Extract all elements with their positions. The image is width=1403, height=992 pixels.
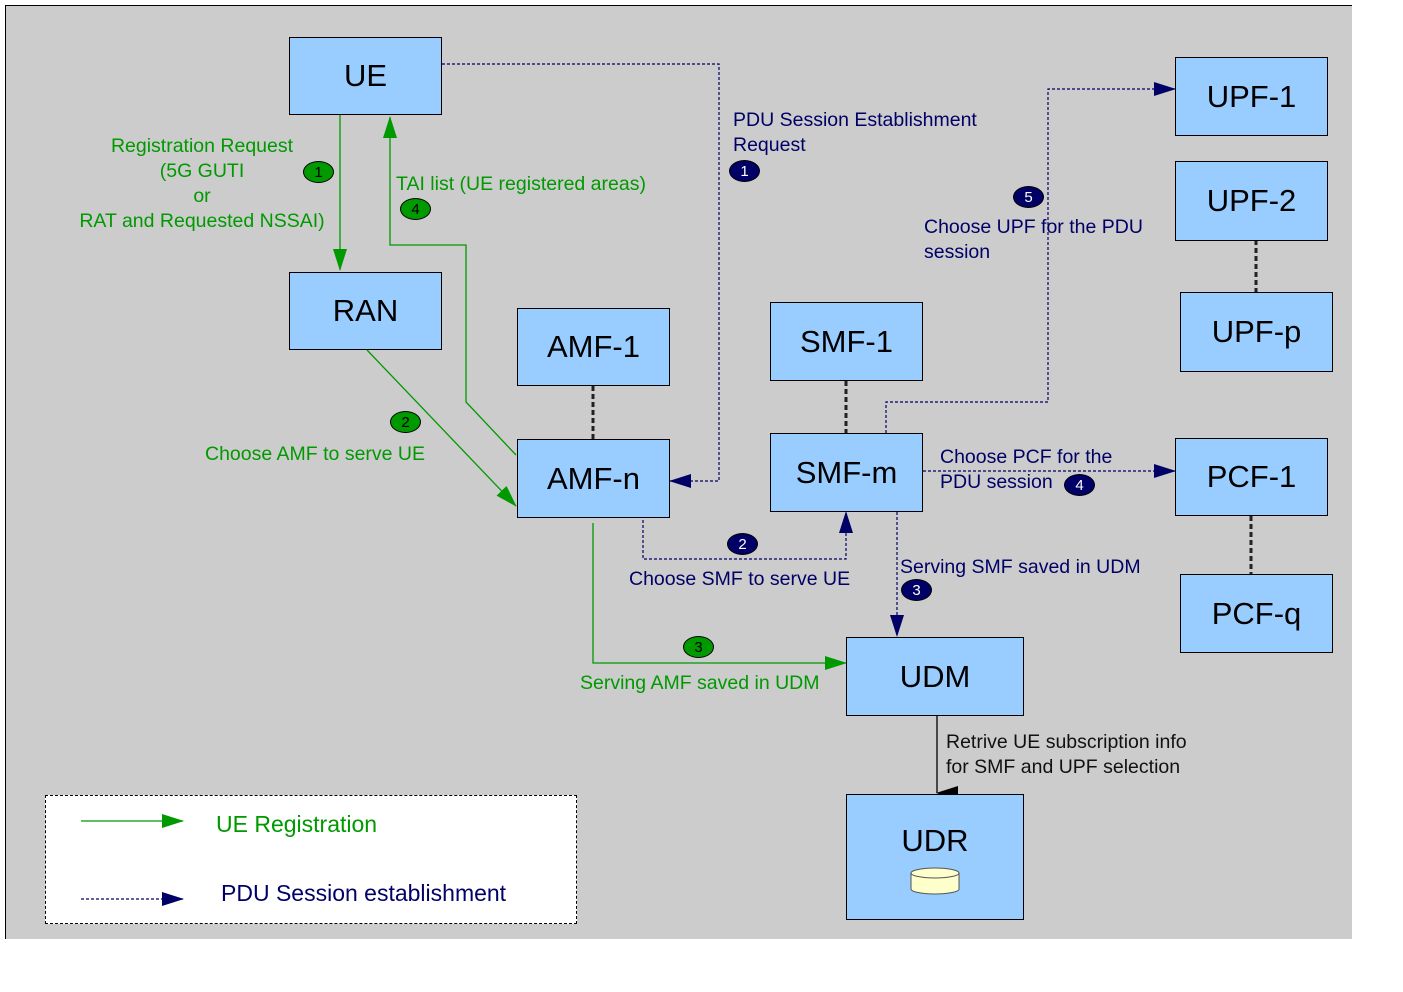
pdu-step4-badge: 4 (1064, 474, 1095, 496)
legend-pdu-label: PDU Session establishment (221, 880, 507, 906)
node-upf-1[interactable]: UPF-1 (1175, 57, 1328, 136)
pdu-step5-badge: 5 (1013, 186, 1044, 208)
edge-ue-amfn-pdu (442, 63, 720, 488)
reg-step3-label: Serving AMF saved in UDM (580, 672, 820, 694)
edge-amfn-smfm (642, 511, 853, 560)
pdu-step4-label: Choose PCF for the PDU session (940, 445, 1112, 495)
reg-step4-label: TAI list (UE registered areas) (396, 173, 646, 195)
node-upf-2[interactable]: UPF-2 (1175, 161, 1328, 241)
label-line: Registration Request (110, 135, 294, 157)
node-label: SMF-m (795, 454, 898, 490)
node-label: UDM (899, 658, 971, 694)
label-line: PDU session (940, 471, 1053, 493)
node-label: UPF-2 (1206, 183, 1297, 218)
label-line: Retrive UE subscription info (946, 731, 1187, 753)
node-label: AMF-n (547, 460, 640, 496)
database-icon (910, 867, 960, 895)
node-label: PCF-1 (1206, 459, 1297, 494)
label-line: (5G GUTI (159, 160, 245, 182)
node-ue[interactable]: UE (289, 37, 442, 115)
node-pcf-q[interactable]: PCF-q (1180, 574, 1333, 653)
reg-step3-badge: 3 (683, 636, 714, 658)
node-label: UDR (901, 823, 969, 858)
node-label: UPF-1 (1206, 78, 1297, 114)
node-udr[interactable]: UDR (846, 794, 1024, 920)
edge-smfm-upf1 (885, 82, 1176, 433)
label-line: or (193, 185, 211, 207)
label-line: Choose UPF for the PDU (924, 216, 1143, 238)
legend: UE Registration PDU Session establishmen… (45, 795, 577, 924)
node-smf-m[interactable]: SMF-m (770, 433, 923, 512)
reg-step2-badge: 2 (390, 411, 421, 433)
legend-swatches (81, 814, 184, 906)
node-label: UE (343, 58, 388, 93)
label-line: session (924, 241, 991, 263)
node-amf-n[interactable]: AMF-n (517, 439, 670, 518)
node-amf-1[interactable]: AMF-1 (517, 308, 670, 386)
node-smf-1[interactable]: SMF-1 (770, 302, 923, 381)
node-ran[interactable]: RAN (289, 272, 442, 350)
pdu-step2-badge: 2 (727, 533, 758, 555)
diagram-background (5, 5, 1352, 939)
edge-ran-amfn (366, 349, 517, 507)
edge-amfn-udm (592, 523, 847, 670)
node-label: UPF-p (1211, 314, 1302, 349)
node-label: AMF-1 (547, 329, 640, 364)
node-pcf-1[interactable]: PCF-1 (1175, 438, 1328, 516)
pdu-step3-label: Serving SMF saved in UDM (900, 556, 1141, 578)
node-label: RAN (332, 293, 399, 328)
label-line: Request (733, 134, 806, 156)
pdu-step1-badge: 1 (729, 160, 760, 182)
reg-step4-badge: 4 (400, 198, 431, 220)
reg-step1-label: Registration Request (5G GUTI or RAT and… (62, 134, 342, 234)
node-label: SMF-1 (800, 323, 893, 359)
label-line: PDU Session Establishment (733, 109, 977, 131)
node-udm[interactable]: UDM (846, 637, 1024, 716)
label-line: RAT and Requested NSSAI) (79, 210, 325, 232)
pdu-step2-label: Choose SMF to serve UE (629, 568, 851, 590)
legend-registration-label: UE Registration (216, 811, 378, 837)
pdu-step1-label: PDU Session Establishment Request (733, 108, 977, 158)
node-upf-p[interactable]: UPF-p (1180, 292, 1333, 372)
node-label: PCF-q (1211, 595, 1302, 631)
reg-step1-badge: 1 (303, 161, 334, 183)
edge-amfn-ue (383, 116, 517, 456)
label-line: for SMF and UPF selection (946, 756, 1181, 778)
reg-step2-label: Choose AMF to serve UE (205, 443, 426, 465)
udr-link-label: Retrive UE subscription info for SMF and… (946, 730, 1187, 780)
pdu-step5-label: Choose UPF for the PDU session (924, 215, 1143, 265)
label-line: Choose PCF for the (940, 446, 1113, 468)
pdu-step3-badge: 3 (901, 579, 932, 601)
